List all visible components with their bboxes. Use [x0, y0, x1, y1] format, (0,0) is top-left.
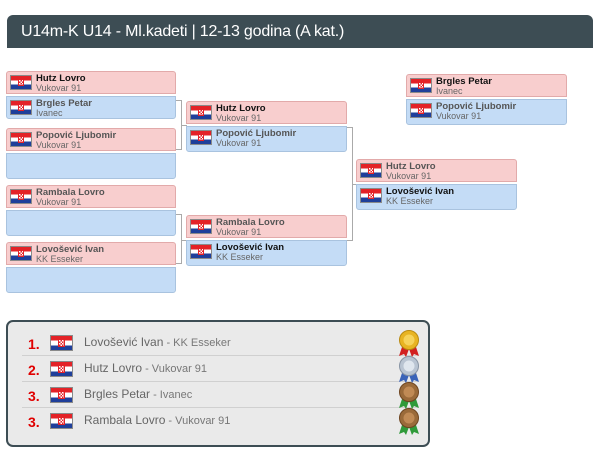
standing-rank: 3.	[28, 388, 40, 404]
croatia-flag-icon	[10, 100, 32, 115]
bracket-connector	[182, 125, 187, 126]
standing-rank: 3.	[28, 414, 40, 430]
bracket-slot-r2-m1-bottom[interactable]: Popović Ljubomir Vukovar 91	[186, 126, 347, 152]
bracket-slot-third-top[interactable]: Brgles Petar Ivanec	[406, 74, 567, 97]
bronze-medal-icon	[399, 408, 419, 435]
croatia-flag-icon	[50, 413, 73, 429]
standing-row[interactable]: 3. Brgles Petar - Ivanec	[22, 382, 419, 409]
croatia-flag-icon	[190, 244, 212, 259]
croatia-flag-icon	[360, 163, 382, 178]
croatia-flag-icon	[10, 132, 32, 147]
croatia-flag-icon	[410, 103, 432, 118]
standing-row[interactable]: 1. Lovošević Ivan - KK Esseker	[22, 330, 419, 357]
bracket-slot-r2-m2-bottom[interactable]: Lovošević Ivan KK Esseker	[186, 240, 347, 266]
bracket-slot-final-top[interactable]: Hutz Lovro Vukovar 91	[356, 159, 517, 182]
bracket-slot-r1-m1-bottom[interactable]: Brgles Petar Ivanec	[6, 96, 176, 119]
standing-rank: 1.	[28, 336, 40, 352]
croatia-flag-icon	[50, 335, 73, 351]
bracket-slot-final-bottom[interactable]: Lovošević Ivan KK Esseker	[356, 184, 517, 210]
bracket-connector	[176, 214, 182, 264]
bracket-slot-r2-m2-top[interactable]: Rambala Lovro Vukovar 91	[186, 215, 347, 238]
bracket-slot-r1-m1-top[interactable]: Hutz Lovro Vukovar 91	[6, 71, 176, 94]
standing-row[interactable]: 3. Rambala Lovro - Vukovar 91	[22, 408, 419, 435]
gold-medal-icon	[399, 330, 419, 357]
croatia-flag-icon	[190, 219, 212, 234]
category-header: U14m-K U14 - Ml.kadeti | 12-13 godina (A…	[7, 15, 593, 48]
bracket-slot-r1-m2-top[interactable]: Popović Ljubomir Vukovar 91	[6, 128, 176, 151]
standing-rank: 2.	[28, 362, 40, 378]
category-title: U14m-K U14 - Ml.kadeti | 12-13 godina (A…	[21, 23, 345, 40]
croatia-flag-icon	[10, 246, 32, 261]
croatia-flag-icon	[410, 78, 432, 93]
bracket-connector	[347, 127, 353, 241]
bracket-slot-r1-m3-bottom-empty	[6, 210, 176, 236]
croatia-flag-icon	[50, 361, 73, 377]
standing-name: Lovošević Ivan - KK Esseker	[84, 335, 231, 349]
standing-row[interactable]: 2. Hutz Lovro - Vukovar 91	[22, 356, 419, 383]
croatia-flag-icon	[50, 387, 73, 403]
croatia-flag-icon	[10, 189, 32, 204]
standing-name: Brgles Petar - Ivanec	[84, 387, 193, 401]
standing-name: Hutz Lovro - Vukovar 91	[84, 361, 208, 375]
bracket-connector	[182, 240, 187, 241]
bracket-connector	[176, 100, 182, 150]
bronze-medal-icon	[399, 382, 419, 409]
croatia-flag-icon	[190, 105, 212, 120]
final-standings-panel: 1. Lovošević Ivan - KK Esseker 2. Hutz L…	[6, 320, 430, 447]
bracket-slot-r2-m1-top[interactable]: Hutz Lovro Vukovar 91	[186, 101, 347, 124]
bracket-slot-r1-m4-bottom-empty	[6, 267, 176, 293]
bracket-slot-r1-m3-top[interactable]: Rambala Lovro Vukovar 91	[6, 185, 176, 208]
bracket-connector	[353, 184, 357, 185]
bracket-slot-r1-m4-top[interactable]: Lovošević Ivan KK Esseker	[6, 242, 176, 265]
croatia-flag-icon	[360, 188, 382, 203]
bracket-slot-r1-m2-bottom-empty	[6, 153, 176, 179]
silver-medal-icon	[399, 356, 419, 383]
bracket-slot-third-bottom[interactable]: Popović Ljubomir Vukovar 91	[406, 99, 567, 125]
croatia-flag-icon	[10, 75, 32, 90]
croatia-flag-icon	[190, 130, 212, 145]
standing-name: Rambala Lovro - Vukovar 91	[84, 413, 231, 427]
